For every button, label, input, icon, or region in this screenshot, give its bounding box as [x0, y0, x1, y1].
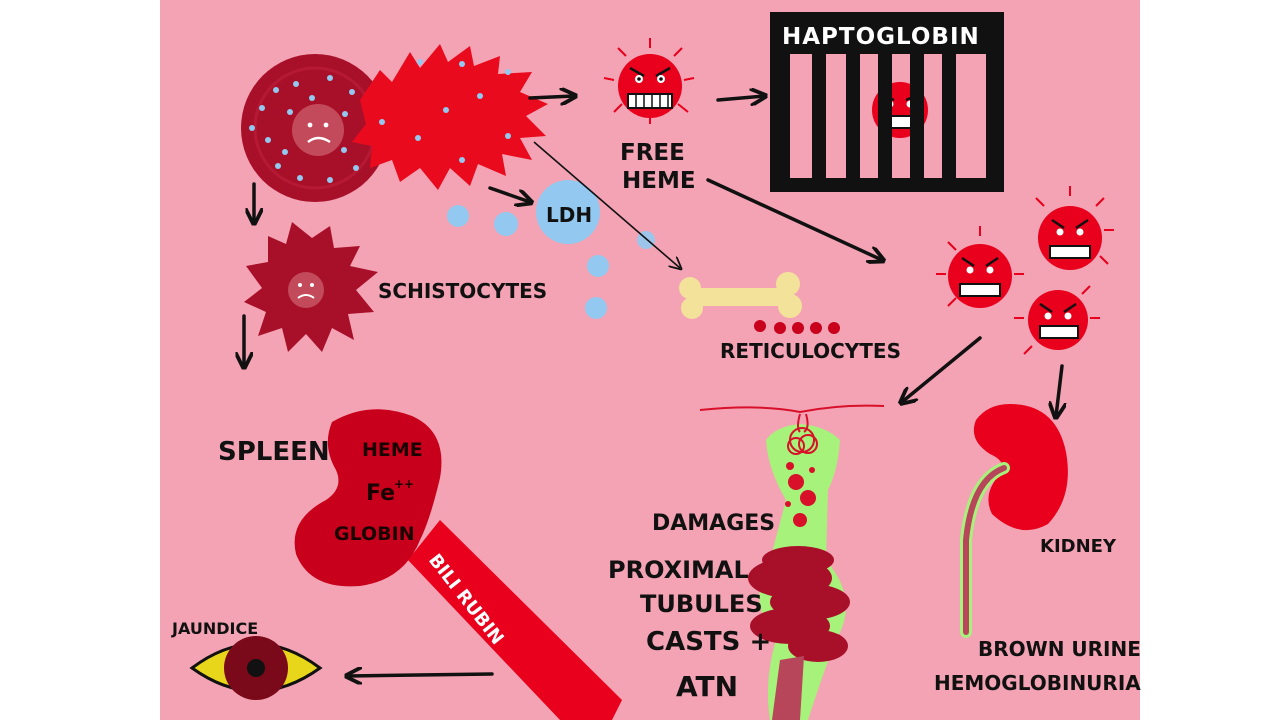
jaundice-label: JAUNDICE: [171, 619, 258, 638]
schistocytes-label: SCHISTOCYTES: [378, 279, 547, 303]
hemoglobinuria-label: HEMOGLOBINURIA: [934, 671, 1141, 695]
casts-label: CASTS +: [646, 627, 771, 657]
free-heme-label-line2: HEME: [622, 168, 696, 194]
atn-label: ATN: [676, 670, 738, 703]
arrow-bilirubin-to-eye: [348, 674, 492, 676]
brown-urine-label: BROWN URINE: [978, 637, 1141, 661]
reticulocytes-label: RETICULOCYTES: [720, 339, 901, 363]
spleen-fe-label: Fe: [366, 481, 395, 506]
spleen-label: SPLEEN: [218, 437, 330, 467]
free-heme-label-line1: FREE: [620, 140, 685, 166]
arrow-burst-to-free-heme: [530, 96, 574, 98]
spleen-globin-label: GLOBIN: [334, 523, 415, 545]
tubules-label: TUBULES: [640, 590, 763, 618]
proximal-label: PROXIMAL: [608, 556, 749, 584]
ldh-label: LDH: [546, 203, 592, 227]
spleen-heme-label: HEME: [362, 439, 423, 461]
haptoglobin-label: HAPTOGLOBIN: [782, 24, 980, 50]
spleen-fe-superscript: ++: [394, 477, 414, 491]
damages-label: DAMAGES: [652, 511, 775, 536]
kidney-label: KIDNEY: [1040, 536, 1117, 557]
